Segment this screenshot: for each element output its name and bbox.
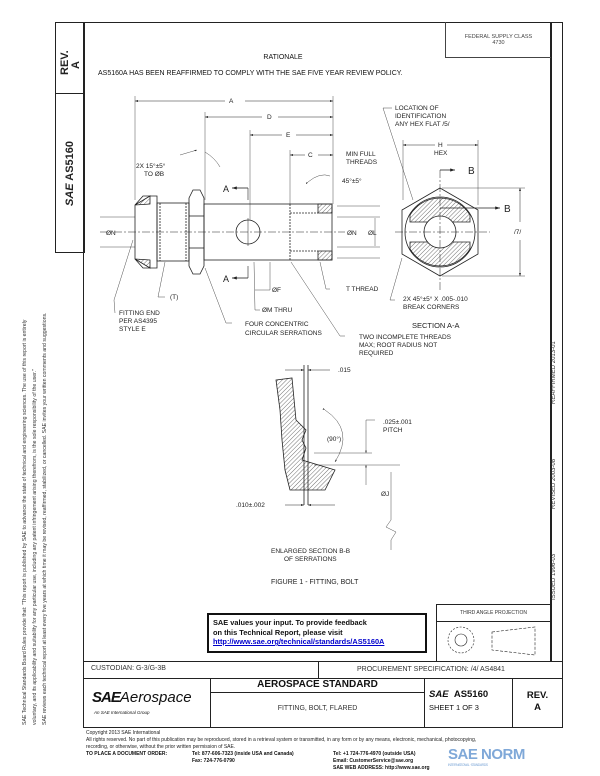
- dia-n-right: ØN: [347, 230, 357, 237]
- projection-label: THIRD ANGLE PROJECTION: [437, 605, 550, 622]
- fitting-end-1: FITTING END: [119, 310, 160, 317]
- incomplete-threads-3: REQUIRED: [359, 350, 394, 357]
- break-corners-1: 2X 45°±5° X .005-.010: [403, 295, 468, 303]
- hex-label: HEX: [434, 150, 448, 157]
- sheet-number: SHEET 1 OF 3: [429, 703, 479, 712]
- location-id-1: LOCATION OF: [395, 105, 439, 112]
- fsc-value: 4730: [492, 40, 505, 46]
- fax: Fax: 724-776-0790: [192, 758, 235, 764]
- watermark-text: SAE NORM: [448, 746, 525, 763]
- custodian: CUSTODIAN: G-3/G-3B: [83, 661, 319, 679]
- dim-c-label: C: [308, 152, 313, 159]
- section-a-a-label: SECTION A-A: [412, 321, 460, 330]
- section-b-arrow-top: B: [468, 166, 475, 177]
- min-full-threads-1: MIN FULL: [346, 151, 376, 158]
- order-label: TO PLACE A DOCUMENT ORDER:: [86, 751, 168, 757]
- footer-rights: All rights reserved. No part of this pub…: [86, 736, 477, 743]
- section-b-b-view: [275, 365, 400, 550]
- figure-caption: FIGURE 1 - FITTING, BOLT: [271, 579, 359, 586]
- chamfer-angle: 45°±5°: [342, 177, 362, 185]
- dim-010-label: .010±.002: [236, 502, 265, 509]
- fitting-end-3: STYLE E: [119, 326, 146, 333]
- feedback-line1: SAE values your input. To provide feedba…: [213, 618, 367, 627]
- watermark: SAE NORM INTERNATIONAL · STANDARDS: [448, 746, 525, 767]
- fsc-box: FEDERAL SUPPLY CLASS 4730: [445, 22, 551, 58]
- sae-aerospace-logo: SAEAerospace An SAE International Group: [83, 678, 211, 728]
- document-title: FITTING, BOLT, FLARED: [210, 692, 425, 728]
- logo-sae: SAE: [92, 689, 121, 706]
- doc-sae-logo: SAE: [429, 689, 449, 700]
- dia-j-label: ØJ: [381, 491, 389, 498]
- angle-15-label: 2X 15°±5°: [136, 162, 166, 170]
- standard-type: AEROSPACE STANDARD: [210, 678, 425, 693]
- dia-m-thru-label: ØM THRU: [262, 307, 293, 314]
- angle-15-to-b: TO ØB: [144, 171, 164, 178]
- angle-90-label: (90°): [327, 435, 341, 443]
- tel-intl: Tel: +1 724-776-4970 (outside USA): [333, 751, 416, 757]
- footer-rights2: recording, or otherwise, without the pri…: [86, 743, 236, 750]
- min-full-threads-2: THREADS: [346, 159, 378, 166]
- serrations-2: CIRCULAR SERRATIONS: [245, 330, 322, 337]
- projection-box: THIRD ANGLE PROJECTION: [436, 604, 550, 662]
- section-b-b-label-1: ENLARGED SECTION B-B: [271, 548, 350, 555]
- rev-box: REV. A: [512, 678, 563, 728]
- break-corners-2: BREAK CORNERS: [403, 304, 460, 311]
- incomplete-threads-1: TWO INCOMPLETE THREADS: [359, 334, 452, 341]
- rationale-text: AS5160A HAS BEEN REAFFIRMED TO COMPLY WI…: [98, 70, 403, 77]
- section-a-a-view: [382, 107, 525, 301]
- dim-a-label: A: [229, 98, 234, 105]
- procurement-spec: PROCUREMENT SPECIFICATION: /4/ AS4841: [318, 661, 563, 679]
- side-doc-box: SAE AS5160: [55, 93, 85, 253]
- third-angle-projection-symbol: [447, 626, 536, 656]
- hex-h-label: H: [438, 142, 443, 149]
- dim-d-label: D: [267, 114, 272, 121]
- web-address[interactable]: SAE WEB ADDRESS: http://www.sae.org: [333, 765, 430, 771]
- logo-subtitle: An SAE International Group: [94, 710, 150, 715]
- t-thread-label: T THREAD: [346, 286, 379, 293]
- section-arrow-top: A: [223, 184, 229, 194]
- footer: Copyright 2013 SAE International All rig…: [86, 730, 476, 750]
- dim-015-label: .015: [338, 367, 351, 374]
- doc-number-box: SAE AS5160 SHEET 1 OF 3: [424, 678, 513, 728]
- pitch-label: PITCH: [383, 427, 403, 434]
- rev-value: A: [534, 702, 541, 713]
- dim-e-label: E: [286, 132, 291, 139]
- rationale-title: RATIONALE: [263, 54, 303, 61]
- footer-copyright: Copyright 2013 SAE International: [86, 730, 161, 736]
- email[interactable]: Email: CustomerService@sae.org: [333, 758, 414, 764]
- location-id-3: ANY HEX FLAT /5/: [395, 121, 450, 128]
- logo-aerospace: Aerospace: [119, 689, 192, 706]
- feedback-link[interactable]: http://www.sae.org/technical/standards/A…: [213, 637, 385, 646]
- dia-l: ØL: [368, 230, 377, 237]
- dim-7-label: /7/: [514, 229, 521, 236]
- section-b-arrow-right: B: [504, 204, 511, 215]
- right-strip-divider: [550, 22, 552, 662]
- watermark-sub: INTERNATIONAL · STANDARDS: [448, 763, 488, 767]
- bolt-side-view: [100, 96, 380, 337]
- tel-us: Tel: 877-606-7323 (inside USA and Canada…: [192, 751, 294, 757]
- doc-number: AS5160: [453, 689, 489, 700]
- dia-f-label: ØF: [272, 287, 281, 294]
- location-id-2: IDENTIFICATION: [395, 113, 446, 120]
- section-arrow-bottom: A: [223, 274, 229, 284]
- feedback-box: SAE values your input. To provide feedba…: [207, 613, 427, 653]
- pitch-value: .025±.001: [383, 419, 412, 426]
- rev-label: REV.: [526, 690, 549, 701]
- fitting-end-2: PER AS4395: [119, 318, 157, 325]
- serrations-1: FOUR CONCENTRIC: [245, 321, 309, 328]
- incomplete-threads-2: MAX; ROOT RADIUS NOT: [359, 342, 437, 349]
- section-b-b-label-2: OF SERRATIONS: [284, 556, 337, 563]
- feedback-line2: on this Technical Report, please visit: [213, 627, 343, 637]
- fsc-label: FEDERAL SUPPLY CLASS: [464, 34, 533, 40]
- t-paren-label: (T): [170, 294, 178, 301]
- dia-n-left: ØN: [106, 230, 116, 237]
